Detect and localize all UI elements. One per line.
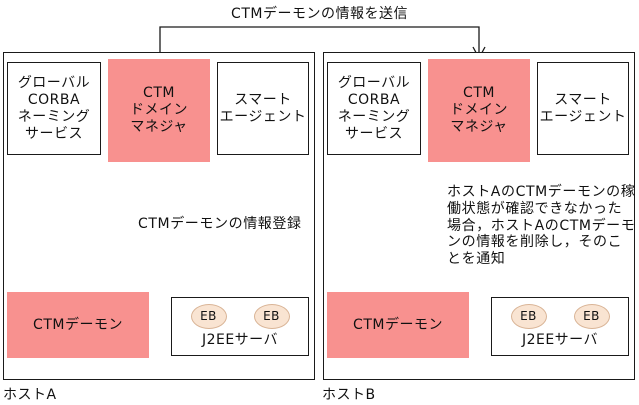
text-line: CTMデーモン bbox=[33, 316, 123, 333]
text-line: ドメイン bbox=[130, 102, 188, 118]
ctm-domain-manager-box-a: CTM ドメイン マネジャ bbox=[108, 59, 210, 162]
text-line: CTM bbox=[463, 85, 495, 101]
eb-ellipse: EB bbox=[253, 304, 290, 329]
text-line: マネジャ bbox=[450, 119, 508, 135]
text-line: サービス bbox=[25, 125, 83, 142]
top-arrow-label: CTMデーモンの情報を送信 bbox=[231, 6, 408, 22]
ctm-domain-manager-box-b: CTM ドメイン マネジャ bbox=[428, 59, 530, 162]
text-line: エージェント bbox=[219, 108, 307, 125]
j2ee-server-label: J2EEサーバ bbox=[201, 332, 279, 348]
text-line: グローバル bbox=[17, 74, 91, 91]
j2ee-server-box-a: EB EB J2EEサーバ bbox=[171, 297, 309, 356]
text-line: マネジャ bbox=[130, 119, 188, 135]
text-line: ネーミング bbox=[17, 108, 91, 125]
host-b-box: グローバル CORBA ネーミング サービス CTM ドメイン マネジャ スマー… bbox=[323, 52, 635, 380]
text-line: グローバル bbox=[337, 74, 411, 91]
text-line: CTM bbox=[143, 85, 175, 101]
text-line: 働状態が確認できなかった bbox=[447, 200, 623, 217]
global-corba-naming-service-box-b: グローバル CORBA ネーミング サービス bbox=[327, 62, 421, 155]
global-corba-naming-service-box-a: グローバル CORBA ネーミング サービス bbox=[7, 62, 101, 155]
host-a-label: ホストA bbox=[3, 387, 57, 403]
text-line: スマート bbox=[554, 91, 612, 108]
text-line: 場合，ホストAのCTMデーモ bbox=[447, 217, 636, 234]
eb-row: EB EB bbox=[190, 304, 290, 329]
text-line: とを通知 bbox=[447, 251, 506, 268]
text-line: CTMデーモン bbox=[353, 316, 443, 333]
j2ee-server-box-b: EB EB J2EEサーバ bbox=[491, 297, 629, 356]
j2ee-server-label: J2EEサーバ bbox=[521, 332, 599, 348]
delete-notify-annotation: ホストAのCTMデーモンの稼 働状態が確認できなかった 場合，ホストAのCTMデ… bbox=[447, 184, 635, 268]
text-line: CORBA bbox=[27, 91, 81, 108]
text-line: ネーミング bbox=[337, 108, 411, 125]
ctm-daemon-box-b: CTMデーモン bbox=[327, 292, 469, 358]
text-line: CTMデーモンの情報登録 bbox=[138, 216, 302, 232]
text-line: ホストAのCTMデーモンの稼 bbox=[447, 184, 636, 200]
text-line: サービス bbox=[345, 125, 403, 142]
eb-row: EB EB bbox=[510, 304, 610, 329]
host-b-label: ホストB bbox=[322, 387, 376, 403]
smart-agent-box-b: スマート エージェント bbox=[537, 62, 629, 155]
eb-ellipse: EB bbox=[573, 304, 610, 329]
eb-ellipse: EB bbox=[190, 304, 227, 329]
host-a-box: グローバル CORBA ネーミング サービス CTM ドメイン マネジャ スマー… bbox=[3, 52, 315, 380]
text-line: スマート bbox=[234, 91, 292, 108]
text-line: ドメイン bbox=[450, 102, 508, 118]
register-annotation: CTMデーモンの情報登録 bbox=[138, 216, 302, 233]
smart-agent-box-a: スマート エージェント bbox=[217, 62, 309, 155]
text-line: CORBA bbox=[347, 91, 401, 108]
text-line: エージェント bbox=[539, 108, 627, 125]
ctm-daemon-box-a: CTMデーモン bbox=[7, 292, 149, 358]
text-line: ンの情報を削除し，そのこ bbox=[447, 234, 623, 251]
eb-ellipse: EB bbox=[510, 304, 547, 329]
